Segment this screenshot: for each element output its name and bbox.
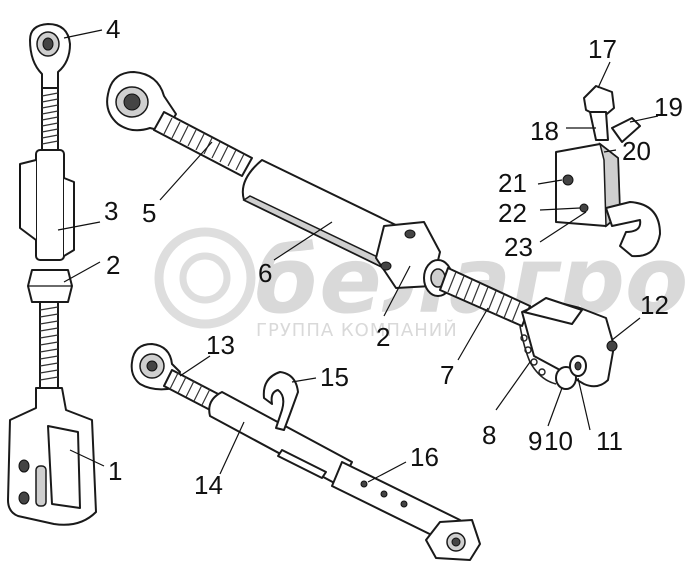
hook-bolt-12 — [606, 340, 618, 352]
label-21: 21 — [498, 168, 527, 198]
label-13: 13 — [206, 330, 235, 360]
top-link-hook-body — [521, 299, 615, 388]
leader-lines — [57, 29, 659, 483]
left-rod-thread — [163, 117, 245, 171]
label-2-center: 2 — [376, 322, 390, 352]
lower-link-tube — [208, 391, 353, 487]
clevis-hole-lower — [18, 491, 30, 505]
latch-lever — [589, 111, 609, 141]
latch-hook-jaw — [605, 201, 661, 258]
label-10: 10 — [544, 426, 573, 456]
label-7: 7 — [440, 360, 454, 390]
inner-bar-hole-1 — [360, 480, 368, 488]
label-16: 16 — [410, 442, 439, 472]
hook-latch — [523, 297, 583, 325]
label-15: 15 — [320, 362, 349, 392]
top-link-left-thread-rod — [153, 111, 253, 177]
label-22: 22 — [498, 198, 527, 228]
label-1: 1 — [108, 456, 122, 486]
clevis-window — [35, 465, 47, 507]
label-2-left: 2 — [106, 250, 120, 280]
nut-boss-top — [404, 229, 416, 239]
latch-top-bracket — [583, 85, 615, 119]
clevis-slot — [47, 425, 81, 509]
inner-bar-hole-3 — [400, 500, 408, 508]
lower-tube-slot — [277, 449, 327, 479]
turnbuckle-tube — [35, 149, 65, 261]
inner-bar-hole-2 — [380, 490, 388, 498]
clevis-hole-upper — [18, 459, 30, 473]
nut-boss-bottom — [380, 261, 392, 271]
label-6: 6 — [258, 258, 272, 288]
label-20: 20 — [622, 136, 651, 166]
label-14: 14 — [194, 470, 223, 500]
label-5: 5 — [142, 198, 156, 228]
lower-link-assembly — [130, 343, 481, 561]
watermark-tagline: ГРУППА КОМПАНИЙ — [256, 319, 458, 341]
label-8: 8 — [482, 420, 496, 450]
ball-eye-bore — [123, 93, 141, 111]
label-19: 19 — [654, 92, 683, 122]
lower-clevis-bore — [451, 537, 461, 547]
hook-pin-end — [574, 361, 582, 371]
top-eye-bore — [42, 37, 54, 51]
lower-rod-thread — [39, 306, 59, 381]
top-link-right-thread-rod — [439, 267, 531, 327]
latch-detail-assembly — [555, 85, 661, 258]
label-17: 17 — [588, 34, 617, 64]
label-12: 12 — [640, 290, 669, 320]
upper-rod-thread — [41, 92, 59, 145]
label-18: 18 — [530, 116, 559, 146]
label-3: 3 — [104, 196, 118, 226]
right-rod-thread — [447, 271, 521, 323]
left-turnbuckle-assembly — [7, 23, 97, 526]
label-23: 23 — [504, 232, 533, 262]
lower-link-spring-clip — [262, 371, 299, 431]
label-4: 4 — [106, 14, 120, 44]
callout-labels: 4 3 2 1 5 6 2 7 8 9 10 11 12 13 14 15 16… — [104, 14, 683, 500]
latch-pin — [579, 203, 589, 213]
latch-bolt — [562, 174, 574, 186]
label-11: 11 — [596, 426, 623, 456]
lower-ball-bore — [146, 360, 158, 372]
latch-spring-tab — [611, 117, 641, 143]
label-9: 9 — [528, 426, 542, 456]
